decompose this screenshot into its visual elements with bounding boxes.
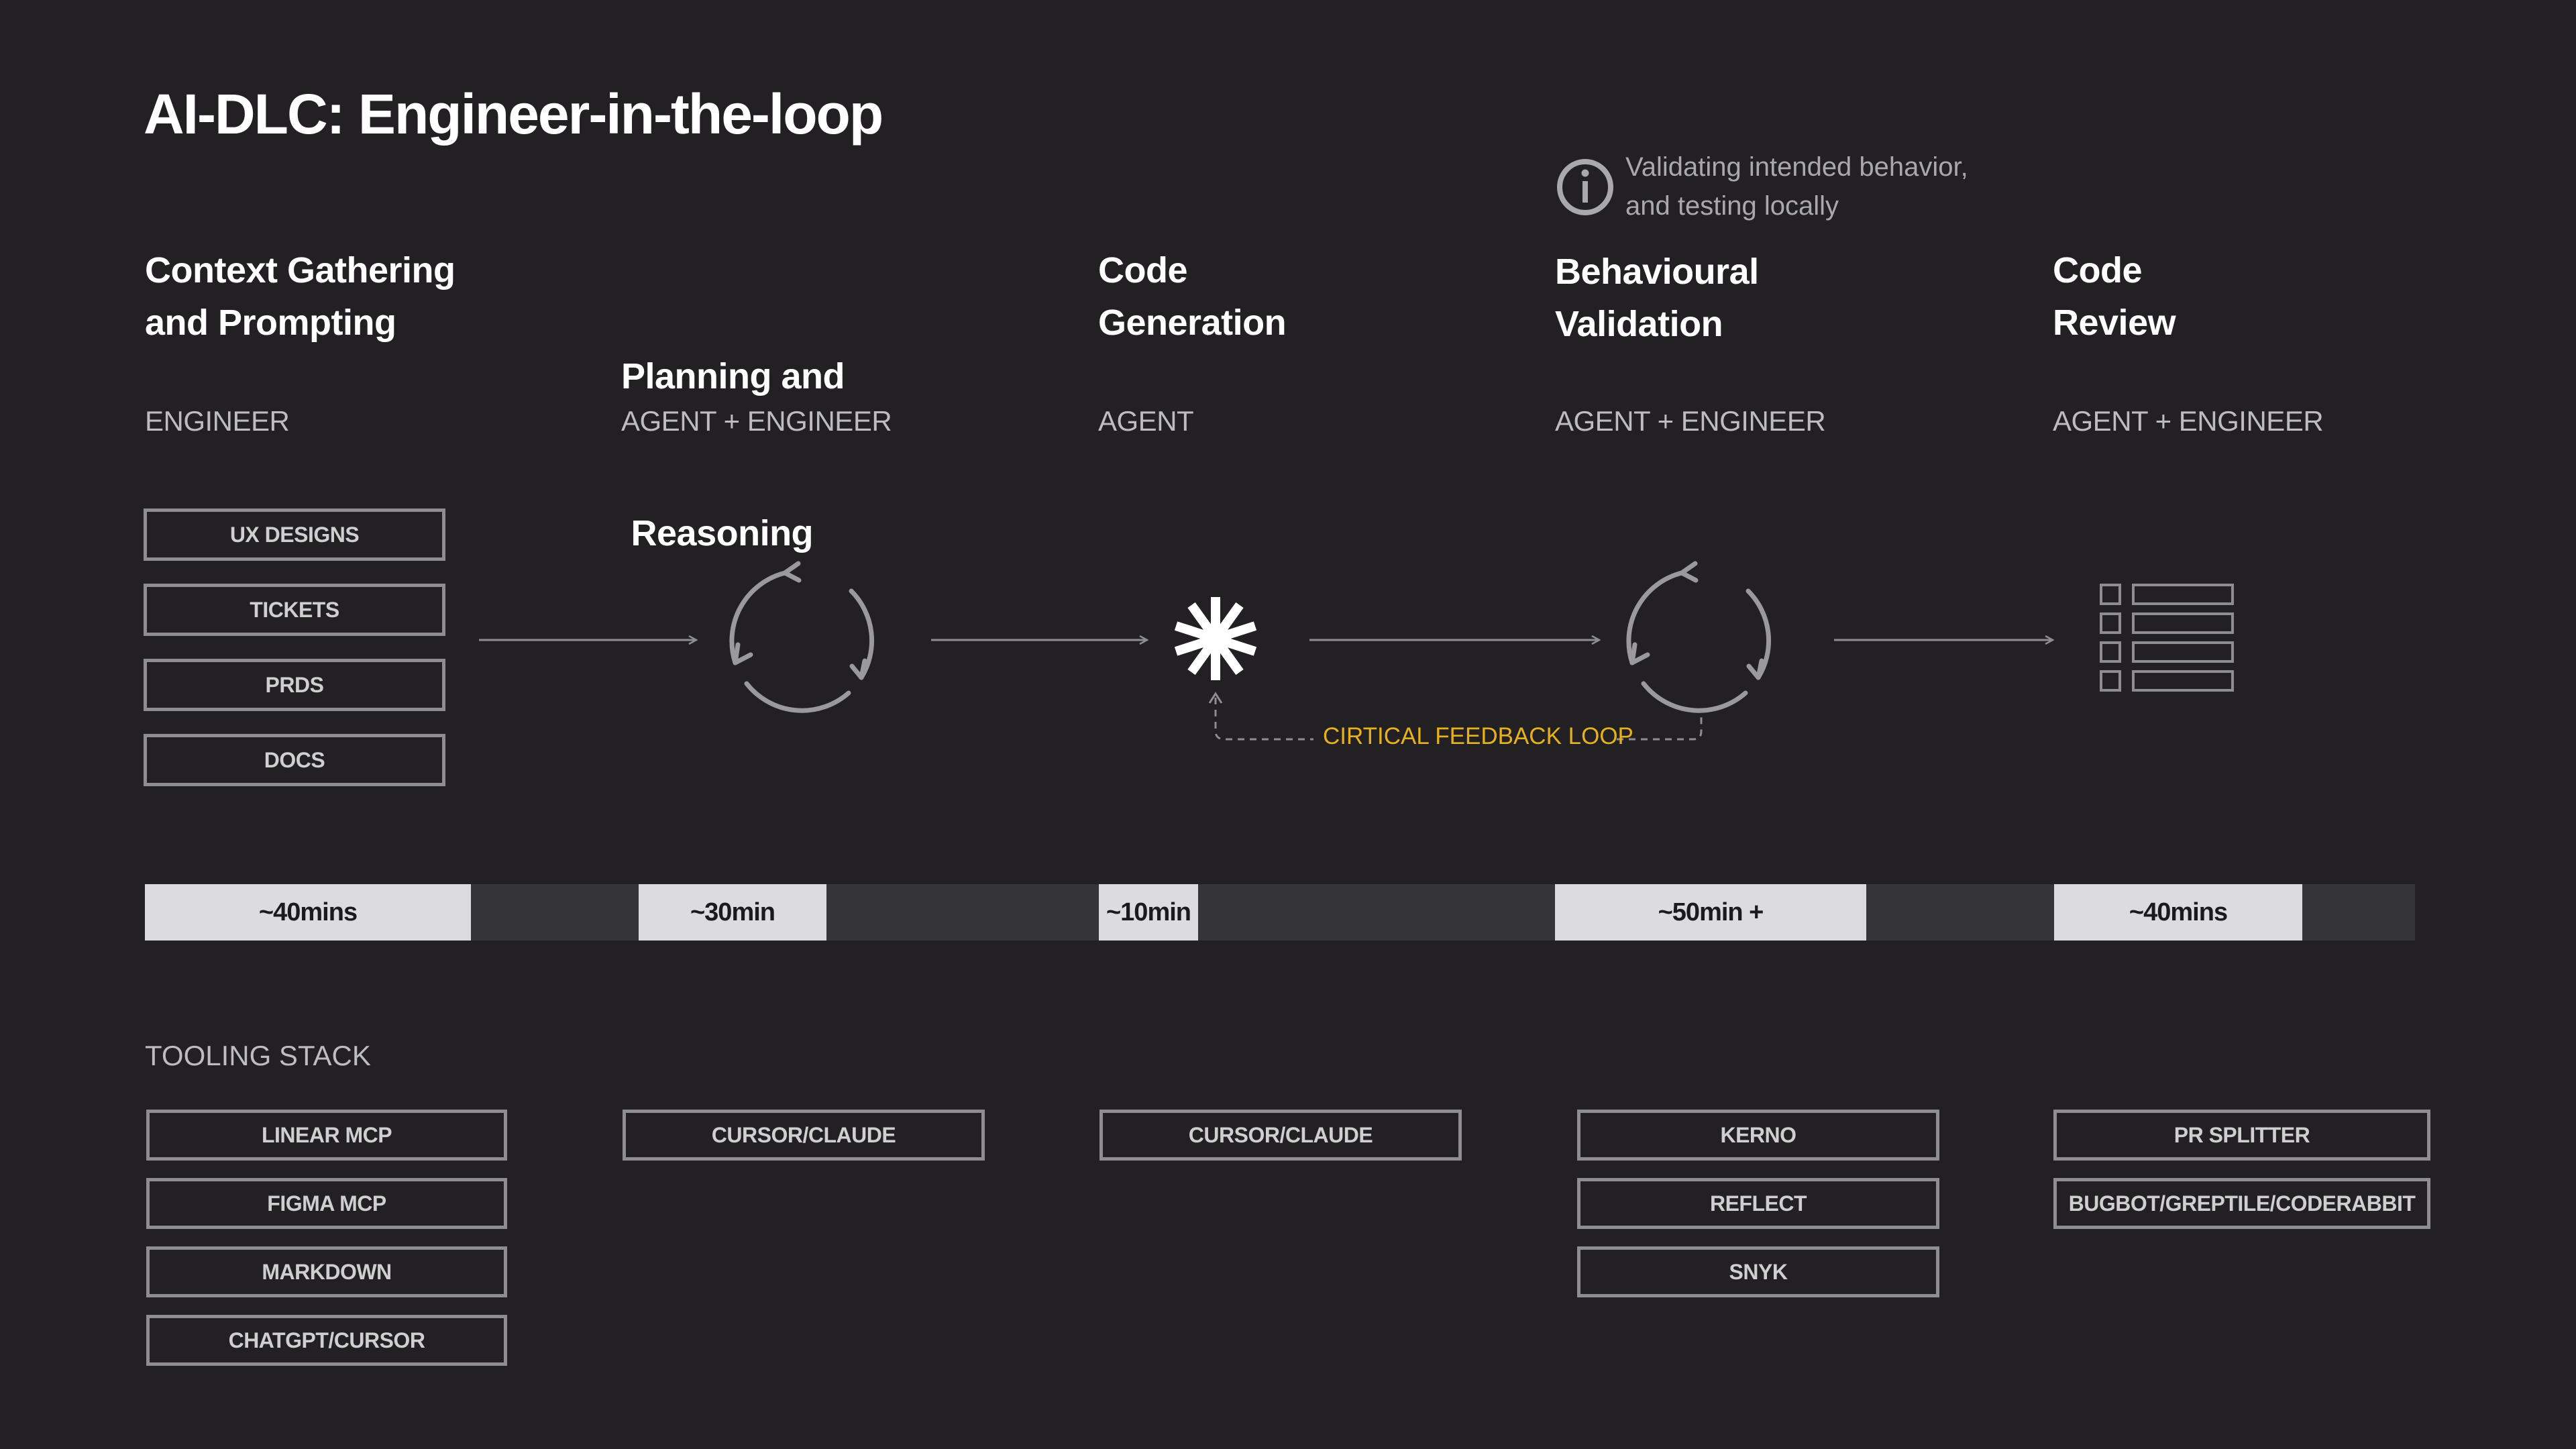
tool-reflect: REFLECT bbox=[1577, 1178, 1939, 1229]
stage-role: ENGINEER bbox=[145, 405, 290, 437]
stage-role: AGENT + ENGINEER bbox=[2053, 405, 2324, 437]
stage-title-line: Behavioural bbox=[1555, 252, 1759, 292]
stage-title-line: Planning and bbox=[621, 356, 845, 396]
stage-title-line: Code bbox=[2053, 250, 2143, 290]
duration-segment: ~50min + bbox=[1555, 884, 1866, 941]
stage-title-context-gathering: Context Gathering and Prompting bbox=[145, 244, 455, 349]
context-input-prds: PRDS bbox=[144, 659, 445, 711]
duration-segment: ~10min bbox=[1099, 884, 1198, 941]
tool-markdown: MARKDOWN bbox=[146, 1246, 507, 1297]
tool-bugbot-greptile-coderabbit: BUGBOT/GREPTILE/CODERABBIT bbox=[2053, 1178, 2430, 1229]
stage-title-line: Code bbox=[1098, 250, 1188, 290]
context-input-tickets: TICKETS bbox=[144, 584, 445, 636]
tool-cursor-claude: CURSOR/CLAUDE bbox=[623, 1110, 985, 1161]
stage-title-line: Review bbox=[2053, 303, 2176, 343]
info-note-line1: Validating intended behavior, bbox=[1625, 152, 1968, 182]
timeline-track: ~40mins ~30min ~10min ~50min + ~40mins bbox=[145, 884, 2415, 941]
info-icon bbox=[1557, 159, 1613, 215]
tool-figma-mcp: FIGMA MCP bbox=[146, 1178, 507, 1229]
stage-role: AGENT bbox=[1098, 405, 1194, 437]
tool-snyk: SNYK bbox=[1577, 1246, 1939, 1297]
asterisk-icon bbox=[1174, 597, 1257, 680]
info-note-line2: and testing locally bbox=[1625, 191, 1839, 221]
duration-segment: ~30min bbox=[639, 884, 826, 941]
tool-chatgpt-cursor: CHATGPT/CURSOR bbox=[146, 1315, 507, 1366]
stage-title-code-review: Code Review bbox=[2053, 244, 2176, 349]
duration-segment: ~40mins bbox=[145, 884, 471, 941]
cycle-icon bbox=[1626, 561, 1772, 713]
feedback-loop-path bbox=[1214, 698, 1703, 741]
stage-title-line: Validation bbox=[1555, 304, 1723, 344]
stage-role: AGENT + ENGINEER bbox=[621, 405, 892, 437]
tooling-stack-label: TOOLING STACK bbox=[145, 1040, 371, 1071]
tool-pr-splitter: PR SPLITTER bbox=[2053, 1110, 2430, 1161]
feedback-loop-label: CIRTICAL FEEDBACK LOOP bbox=[1323, 723, 1633, 749]
duration-segment: ~40mins bbox=[2054, 884, 2302, 941]
info-note: Validating intended behavior, and testin… bbox=[1625, 148, 1968, 225]
feedback-loop-arrowhead bbox=[1208, 692, 1223, 704]
context-input-ux-designs: UX DESIGNS bbox=[144, 508, 445, 561]
cycle-icon bbox=[729, 561, 875, 713]
stage-title-behavioural-validation: Behavioural Validation bbox=[1555, 246, 1759, 350]
tool-linear-mcp: LINEAR MCP bbox=[146, 1110, 507, 1161]
stage-title-code-generation: Code Generation bbox=[1098, 244, 1287, 349]
context-input-docs: DOCS bbox=[144, 734, 445, 786]
page-title: AI-DLC: Engineer-in-the-loop bbox=[144, 83, 883, 146]
tool-kerno: KERNO bbox=[1577, 1110, 1939, 1161]
stage-title-line: and Prompting bbox=[145, 303, 396, 343]
checklist-icon bbox=[2100, 584, 2234, 692]
tool-cursor-claude: CURSOR/CLAUDE bbox=[1099, 1110, 1462, 1161]
stage-role: AGENT + ENGINEER bbox=[1555, 405, 1826, 437]
stage-title-line: Reasoning bbox=[621, 513, 814, 553]
stage-title-line: Context Gathering bbox=[145, 250, 455, 290]
stage-title-line: Generation bbox=[1098, 303, 1287, 343]
stage-title-planning: Planning and Reasoning bbox=[621, 246, 845, 612]
